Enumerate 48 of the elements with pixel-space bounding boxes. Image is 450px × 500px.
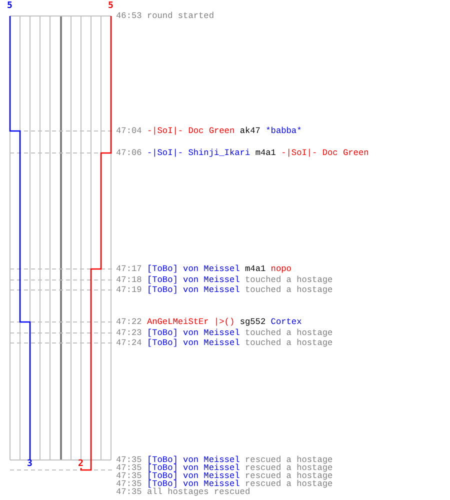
event-text: round started bbox=[146, 12, 214, 20]
player-name: nopo bbox=[270, 264, 292, 274]
event-text: rescued a hostage bbox=[245, 472, 333, 480]
timestamp: 47:35 bbox=[116, 488, 142, 496]
player-count: 5 bbox=[7, 2, 12, 11]
player-name: [ToBo] von Meissel bbox=[146, 264, 240, 274]
timestamp: 47:19 bbox=[116, 286, 142, 294]
timestamp: 47:23 bbox=[116, 328, 142, 338]
timestamp: 47:22 bbox=[116, 318, 142, 326]
player-name: AnGeLMeiStEr |>() bbox=[146, 318, 235, 326]
player-name: -|SoI|- Doc Green bbox=[146, 126, 235, 136]
player-count: 2 bbox=[78, 460, 84, 469]
timestamp: 47:35 bbox=[116, 464, 142, 472]
weapon-name: ak47 bbox=[240, 126, 260, 136]
weapon-name: sg552 bbox=[240, 318, 266, 326]
timestamp: 47:35 bbox=[116, 472, 142, 480]
player-name: [ToBo] von Meissel bbox=[146, 456, 240, 464]
weapon-name: m4a1 bbox=[245, 264, 266, 274]
timestamp: 47:06 bbox=[116, 148, 142, 158]
timestamp: 46:53 bbox=[116, 12, 142, 20]
player-name: [ToBo] von Meissel bbox=[146, 480, 240, 488]
player-name: [ToBo] von Meissel bbox=[146, 276, 240, 284]
timestamp: 47:35 bbox=[116, 480, 142, 488]
event-text: touched a hostage bbox=[245, 328, 333, 338]
event-text: all hostages rescued bbox=[146, 488, 250, 496]
timestamp: 47:04 bbox=[116, 126, 142, 136]
player-name: Cortex bbox=[270, 318, 302, 326]
player-count: 3 bbox=[27, 460, 32, 469]
event-text: touched a hostage bbox=[245, 338, 333, 348]
event-text: rescued a hostage bbox=[245, 464, 333, 472]
timestamp: 47:17 bbox=[116, 264, 142, 274]
player-name: -|SoI|- Doc Green bbox=[281, 148, 369, 158]
weapon-name: m4a1 bbox=[255, 148, 276, 158]
timestamp: 47:24 bbox=[116, 338, 142, 348]
timestamp: 47:35 bbox=[116, 456, 142, 464]
event-text: touched a hostage bbox=[245, 276, 333, 284]
player-name: [ToBo] von Meissel bbox=[146, 286, 240, 294]
player-name: -|SoI|- Shinji_Ikari bbox=[146, 148, 250, 158]
player-name: [ToBo] von Meissel bbox=[146, 338, 240, 348]
event-text: rescued a hostage bbox=[245, 456, 333, 464]
player-name: [ToBo] von Meissel bbox=[146, 472, 240, 480]
event-text: touched a hostage bbox=[245, 286, 333, 294]
player-name: [ToBo] von Meissel bbox=[146, 328, 240, 338]
player-name: [ToBo] von Meissel bbox=[146, 464, 240, 472]
player-name: *babba* bbox=[266, 126, 302, 136]
player-count: 5 bbox=[108, 2, 114, 11]
timestamp: 47:18 bbox=[116, 276, 142, 284]
event-text: rescued a hostage bbox=[245, 480, 333, 488]
